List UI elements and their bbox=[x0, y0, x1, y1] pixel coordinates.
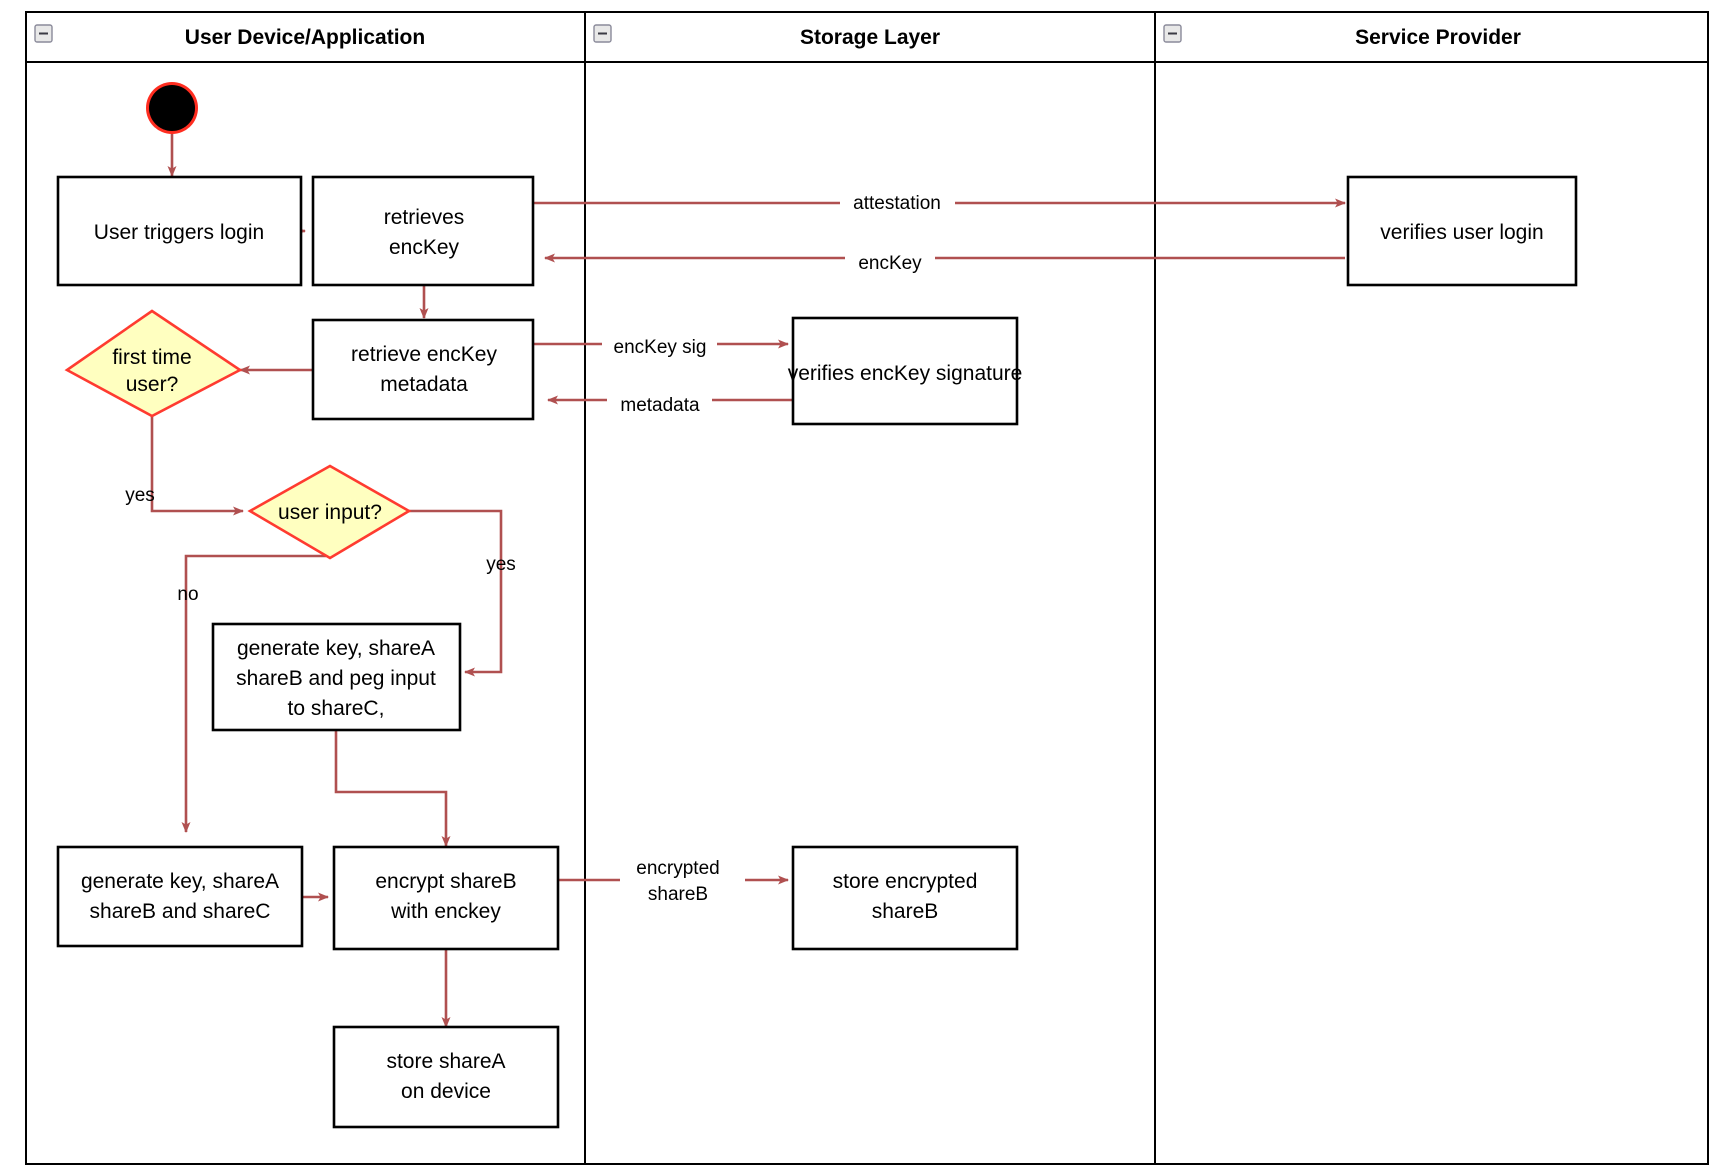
edge-label-text: encKey bbox=[858, 253, 922, 274]
edge-label-userinput-no: no bbox=[177, 584, 198, 605]
action-label: verifies user login bbox=[1380, 221, 1543, 244]
action-user-triggers-login[interactable]: User triggers login bbox=[56, 175, 303, 287]
action-label-line-1: store shareA bbox=[386, 1050, 505, 1073]
edge-label-encrypted-shareb: encrypted shareB bbox=[620, 852, 745, 908]
edge-label-text: metadata bbox=[620, 395, 700, 416]
action-retrieve-enckey-metadata[interactable]: retrieve encKey metadata bbox=[311, 318, 535, 421]
action-label-line-2: shareB bbox=[872, 900, 939, 923]
action-label-line-2: on device bbox=[401, 1080, 491, 1103]
action-verifies-enckey-signature[interactable]: verifies encKey signature bbox=[788, 316, 1023, 426]
action-label-line-1: retrieve encKey bbox=[351, 343, 497, 366]
action-label: verifies encKey signature bbox=[788, 362, 1023, 385]
edge-label-enckey-sig: encKey sig bbox=[602, 332, 717, 360]
edge-label-attestation: attestation bbox=[840, 188, 955, 216]
action-label-line-2: shareB and shareC bbox=[90, 900, 271, 923]
collapse-minus-icon[interactable] bbox=[34, 24, 53, 43]
decision-first-time-user[interactable]: first time user? bbox=[64, 309, 243, 418]
lane-header-storage[interactable]: Storage Layer bbox=[593, 24, 940, 49]
edge-label-text-line-2: shareB bbox=[648, 884, 708, 905]
action-verifies-user-login[interactable]: verifies user login bbox=[1346, 175, 1578, 287]
action-encrypt-shareb[interactable]: encrypt shareB with enckey bbox=[332, 845, 560, 951]
action-label-line-1: generate key, shareA bbox=[237, 637, 435, 660]
flow-firsttime-yes bbox=[150, 416, 244, 516]
decision-label: user input? bbox=[278, 501, 382, 524]
edge-label-text: encKey sig bbox=[614, 337, 707, 358]
flow-peg-to-encrypt bbox=[334, 730, 451, 847]
action-label-line-2: encKey bbox=[389, 236, 460, 259]
action-retrieves-enckey[interactable]: retrieves encKey bbox=[311, 175, 535, 287]
action-label-line-2: with enckey bbox=[390, 900, 501, 923]
initial-node[interactable] bbox=[146, 82, 198, 134]
edge-label-text: attestation bbox=[853, 193, 941, 214]
action-label-line-2: metadata bbox=[380, 373, 468, 396]
edge-label-text: yes bbox=[486, 554, 516, 575]
action-label-line-1: generate key, shareA bbox=[81, 870, 279, 893]
action-label-line-2: shareB and peg input bbox=[236, 667, 436, 690]
decision-user-input[interactable]: user input? bbox=[247, 464, 412, 560]
collapse-minus-icon[interactable] bbox=[593, 24, 612, 43]
action-store-sharea-on-device[interactable]: store shareA on device bbox=[332, 1025, 560, 1129]
edge-label-metadata: metadata bbox=[607, 390, 712, 418]
decision-label-line-1: first time bbox=[112, 346, 191, 369]
action-label-line-3: to shareC, bbox=[288, 697, 385, 720]
edge-label-userinput-yes: yes bbox=[486, 554, 516, 575]
lane-header-service-provider[interactable]: Service Provider bbox=[1163, 24, 1521, 49]
lane-title-service-provider: Service Provider bbox=[1355, 26, 1521, 49]
flow-userinput-yes bbox=[409, 509, 503, 677]
action-label-line-1: encrypt shareB bbox=[375, 870, 516, 893]
action-label: User triggers login bbox=[94, 221, 264, 244]
edge-label-text: no bbox=[177, 584, 198, 605]
action-store-encrypted-shareb[interactable]: store encrypted shareB bbox=[791, 845, 1019, 951]
lane-title-storage: Storage Layer bbox=[800, 26, 940, 49]
edge-label-text: yes bbox=[125, 485, 155, 506]
lane-header-user-device[interactable]: User Device/Application bbox=[34, 24, 425, 49]
action-label-line-1: store encrypted bbox=[833, 870, 978, 893]
edge-label-text-line-1: encrypted bbox=[636, 858, 719, 879]
action-generate-peg-input[interactable]: generate key, shareA shareB and peg inpu… bbox=[211, 622, 462, 732]
action-label-line-1: retrieves bbox=[384, 206, 465, 229]
edge-label-firsttime-yes: yes bbox=[125, 485, 155, 506]
action-generate-shares[interactable]: generate key, shareA shareB and shareC bbox=[56, 845, 304, 948]
edge-label-enckey: encKey bbox=[845, 248, 935, 276]
lane-title-user-device: User Device/Application bbox=[185, 26, 425, 49]
decision-label-line-2: user? bbox=[126, 373, 179, 396]
collapse-minus-icon[interactable] bbox=[1163, 24, 1182, 43]
flow-userinput-no bbox=[181, 554, 326, 833]
